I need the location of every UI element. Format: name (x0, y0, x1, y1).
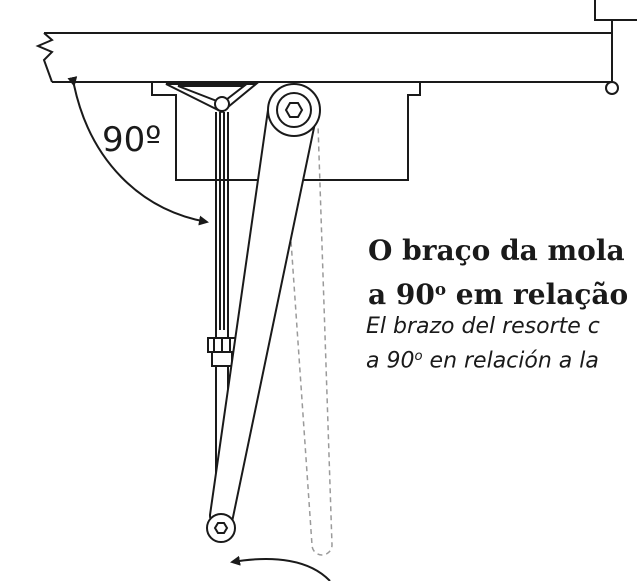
arm-ghost-position (282, 124, 333, 556)
main-arm (206, 83, 321, 543)
angle-arrow (67, 76, 209, 226)
subtitle-line-1: El brazo del resorte c (366, 314, 600, 339)
title-line-1: O braço da mola (368, 234, 625, 267)
instruction-subtitle: El brazo del resorte c a 90o en relación… (366, 312, 600, 376)
subtitle-degree-mark: o (414, 349, 423, 364)
instruction-title: O braço da mola a 90o em relação (368, 232, 628, 314)
angle-label: 90º (102, 120, 162, 160)
door-frame (35, 0, 637, 95)
title-line-2: a 90o em relação (368, 278, 629, 312)
rotation-arrow (230, 555, 331, 581)
subtitle-line-2: a 90o en relación a la (366, 348, 599, 374)
title-degree-mark: o (434, 279, 447, 299)
mounting-bracket (165, 83, 259, 114)
